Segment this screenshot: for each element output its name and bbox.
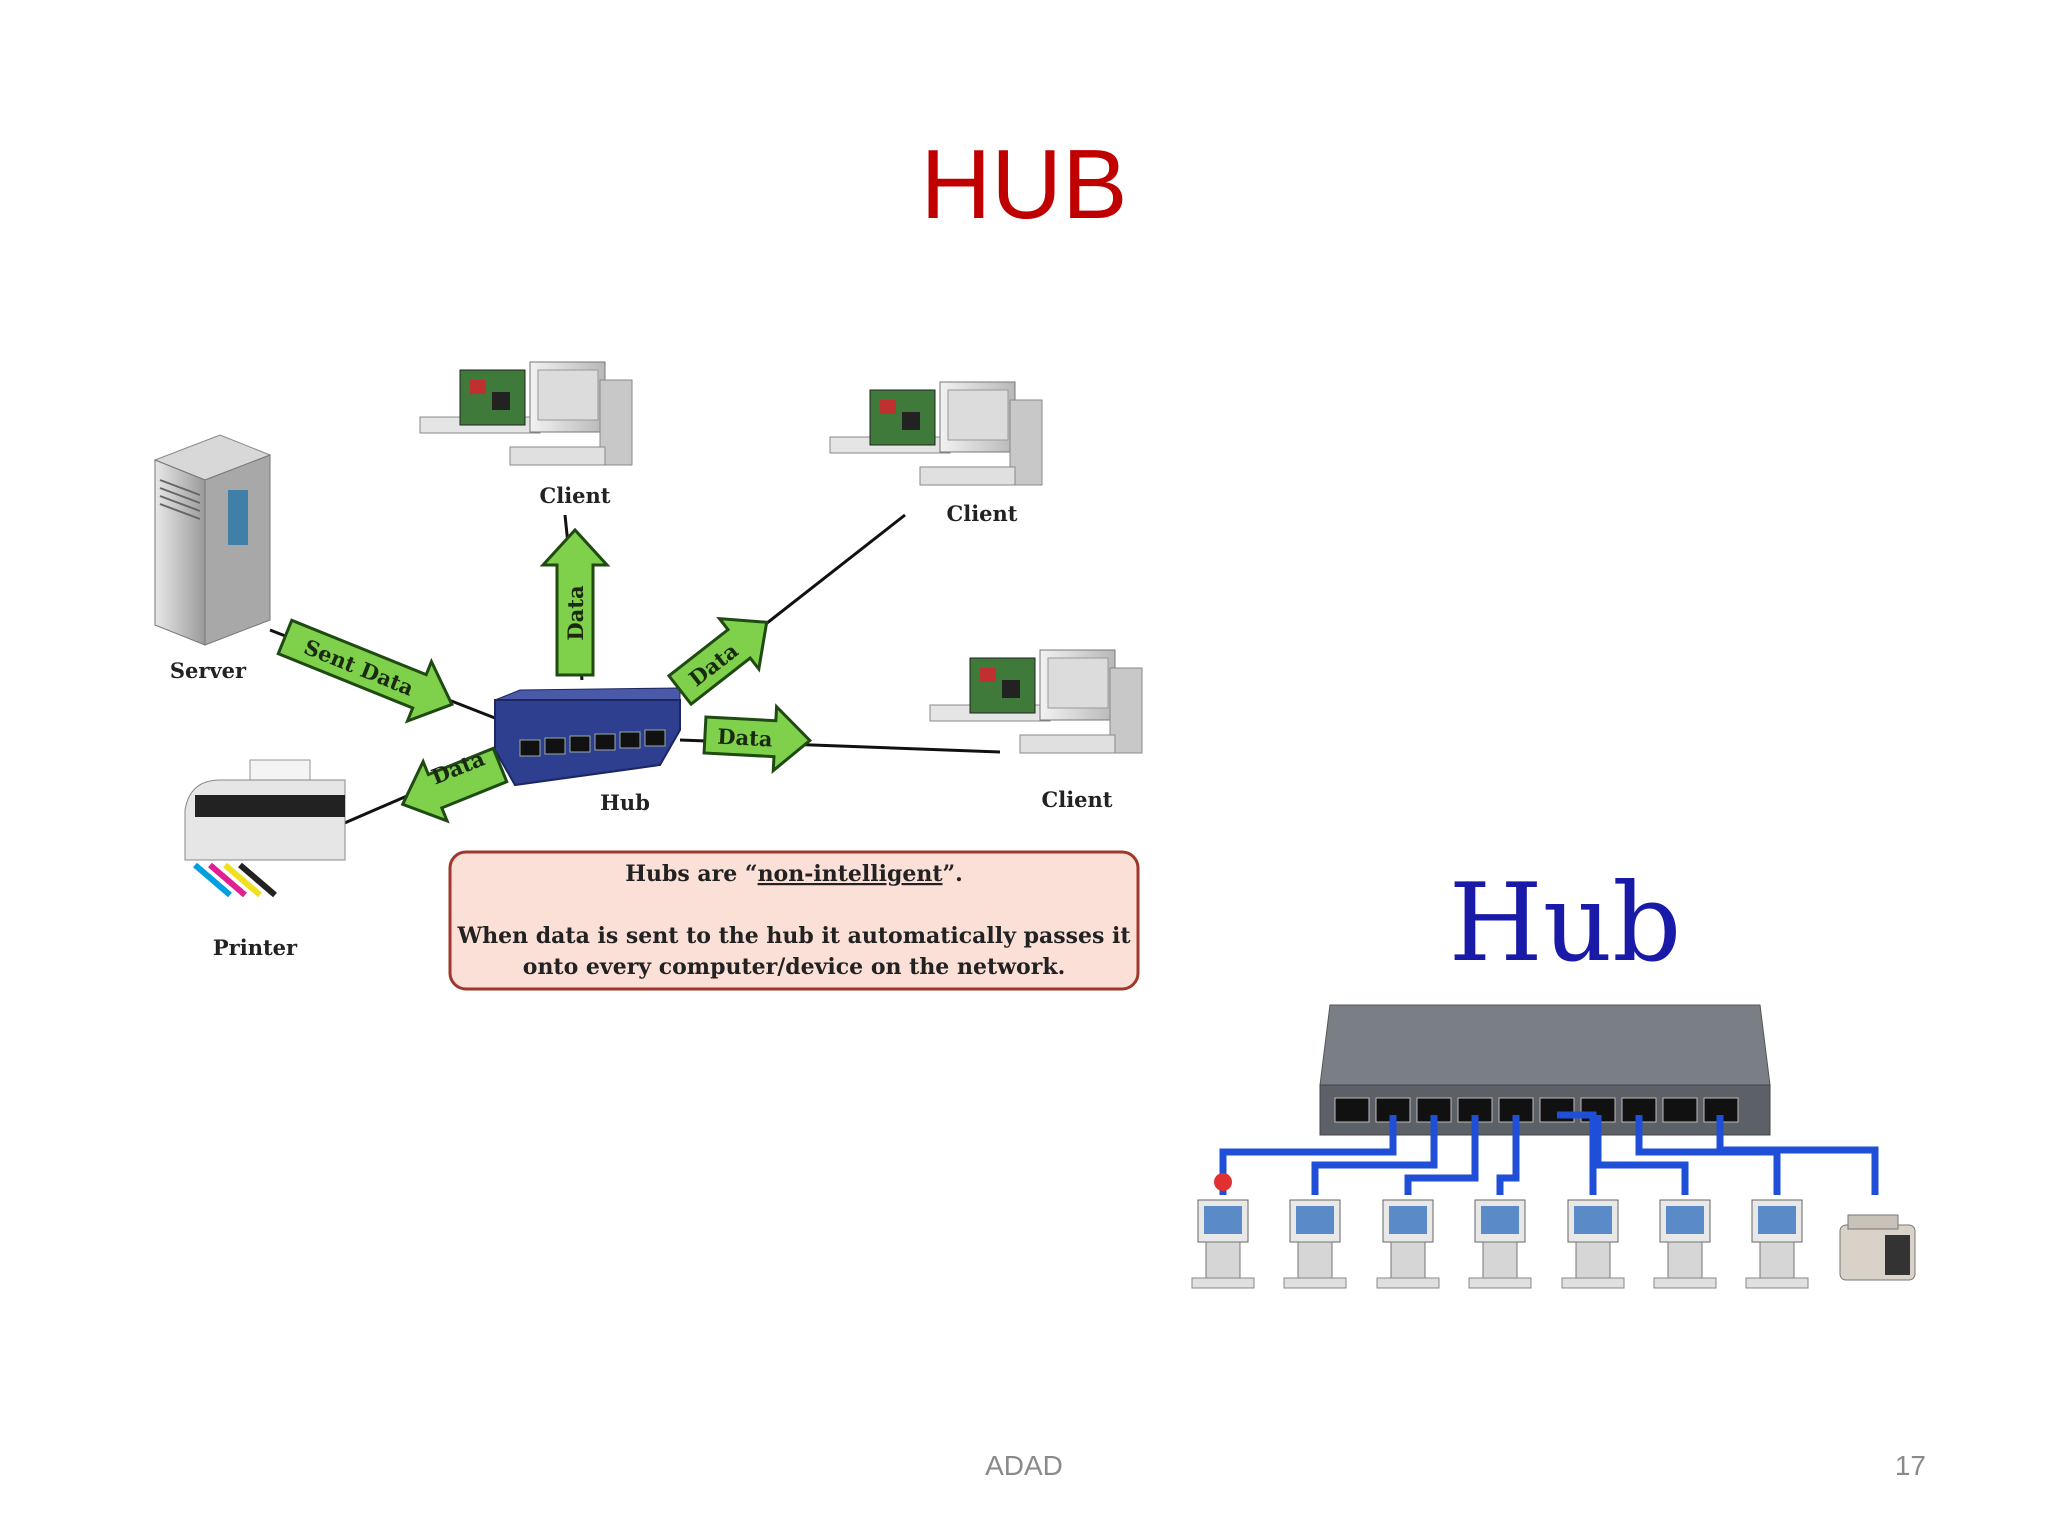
computers (1191, 1199, 1809, 1289)
network-cables (1219, 1111, 1879, 1195)
client-computer-icon (929, 649, 1143, 754)
hub-label: Hub (600, 790, 650, 815)
client-computer-icon (419, 361, 633, 466)
note-line-3: onto every computer/device on the networ… (523, 954, 1065, 980)
arrow-data-up: Data (539, 527, 611, 677)
page-number: 17 (1894, 1450, 1926, 1481)
hub-device-icon (494, 687, 681, 787)
printer-label: Printer (213, 935, 298, 960)
computer-icon (1191, 1199, 1255, 1289)
note-line-1: Hubs are “non-intelligent”. (625, 861, 963, 887)
computer-icon (1561, 1199, 1625, 1289)
computer-icon (1745, 1199, 1809, 1289)
client-label: Client (947, 501, 1018, 526)
client-label: Client (540, 483, 611, 508)
arrow-label: Data (717, 724, 774, 752)
footer-text: ADAD (985, 1450, 1063, 1481)
server-label: Server (170, 658, 247, 683)
computer-icon (1468, 1199, 1532, 1289)
computer-icon (1653, 1199, 1717, 1289)
client-computer-icon (829, 381, 1043, 486)
arrow-data-printer: Data (400, 745, 509, 824)
note-line-2: When data is sent to the hub it automati… (456, 923, 1131, 949)
server-icon (153, 434, 272, 646)
printer-icon (1839, 1214, 1916, 1281)
hub-device-icon (1319, 1004, 1771, 1136)
computer-icon (1376, 1199, 1440, 1289)
hub-diagram-title: Hub (1449, 861, 1682, 986)
hub-cabling-diagram: Hub (1191, 861, 1916, 1289)
printer-icon (184, 759, 346, 898)
arrow-label: Data (563, 585, 588, 641)
note-box: Hubs are “non-intelligent”. When data is… (448, 850, 1140, 991)
arrow-sent-data: Sent Data (276, 618, 454, 724)
cable-endpoint-marker (1214, 1173, 1232, 1191)
client-label: Client (1042, 787, 1113, 812)
slide-title: HUB (920, 129, 1128, 239)
arrow-data-right: Data (702, 703, 813, 774)
computer-icon (1283, 1199, 1347, 1289)
hub-network-diagram: Server Client Client Client (153, 361, 1143, 991)
